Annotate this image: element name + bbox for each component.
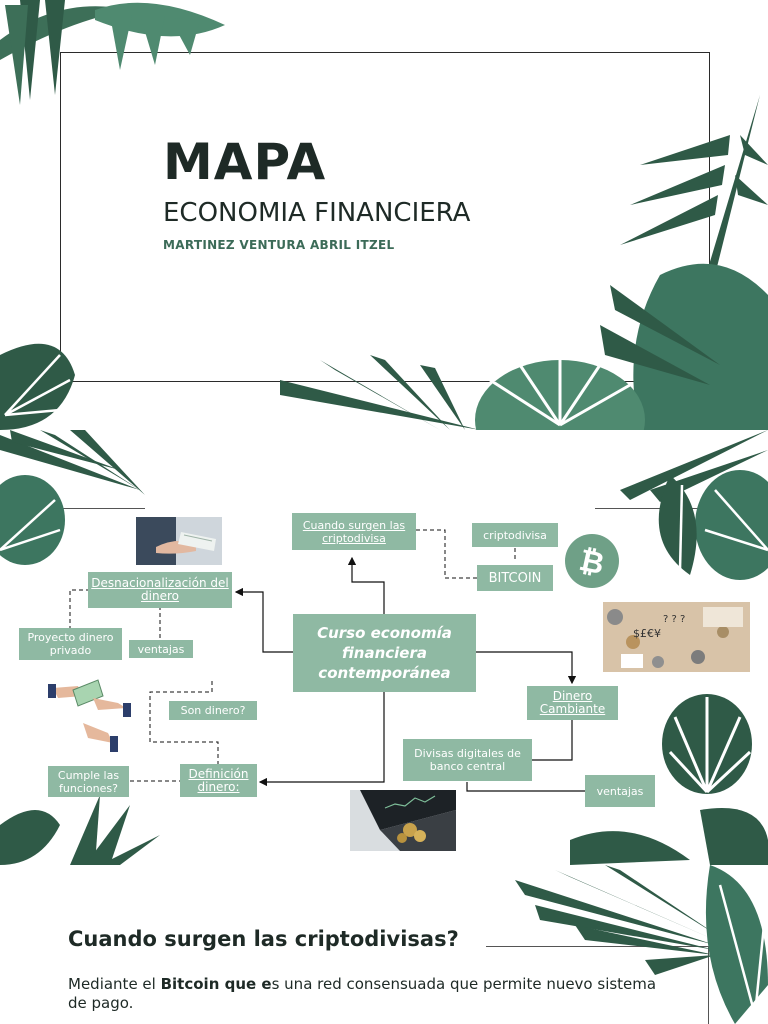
node-bitcoin: BITCOIN: [477, 565, 553, 591]
money-hand-photo: [136, 517, 222, 565]
frame-line-left: [60, 508, 145, 509]
concept-map-slide: Cuando surgen las criptodivisa criptodiv…: [0, 430, 768, 865]
palm-leaf-right-top: [620, 430, 768, 580]
body-rest: s una red consensuada que permite nuevo …: [68, 975, 657, 1012]
palm-leaf-corner: [515, 865, 768, 1024]
svg-text:? ? ?: ? ? ?: [663, 614, 685, 625]
concept-map-connectors: [69, 529, 585, 792]
page-subtitle: ECONOMIA FINANCIERA: [163, 198, 471, 228]
content-slide: Cuando surgen las criptodivisas? Mediant…: [0, 865, 768, 1024]
author-name: MARTINEZ VENTURA ABRIL ITZEL: [163, 238, 395, 252]
frame-line-top: [486, 946, 708, 947]
node-ventajas-right: ventajas: [585, 775, 655, 807]
node-definicion[interactable]: Definición dinero:: [180, 764, 257, 797]
palm-leaf-left: [0, 430, 145, 565]
title-slide: MAPA ECONOMIA FINANCIERA MARTINEZ VENTUR…: [0, 0, 768, 430]
palm-leaf-right: [600, 95, 768, 430]
svg-text:$£€¥: $£€¥: [633, 627, 661, 640]
frame-line-right: [595, 508, 710, 509]
section-heading: Cuando surgen las criptodivisas?: [68, 927, 459, 951]
palm-leaf-bottom-center: [280, 355, 645, 430]
body-prefix: Mediante el: [68, 975, 161, 993]
node-cuando-surgen[interactable]: Cuando surgen las criptodivisa: [292, 513, 416, 550]
palm-leaf-bottom-left: [0, 795, 160, 865]
node-criptodivisa: criptodivisa: [472, 523, 558, 547]
hands-money-photo: [48, 678, 133, 760]
bitcoin-icon: ₿: [565, 534, 619, 588]
monstera-leaf-left: [0, 343, 75, 430]
body-bold: Bitcoin que e: [160, 975, 272, 993]
node-ventajas-left: ventajas: [129, 640, 193, 658]
title-frame: [60, 52, 710, 382]
node-dinero-cambiante[interactable]: Dinero Cambiante: [527, 686, 618, 720]
monstera-leaf-right: [662, 694, 752, 794]
laptop-coins-photo: [350, 790, 456, 851]
node-center-course: Curso economía financiera contemporánea: [293, 614, 476, 692]
frame-line-right: [708, 946, 709, 1024]
currency-coins-photo: $£€¥ ? ? ?: [603, 602, 750, 672]
palm-leaf-top-left: [0, 0, 225, 105]
node-proyecto: Proyecto dinero privado: [19, 628, 122, 660]
page-title: MAPA: [163, 133, 327, 191]
node-son-dinero: Son dinero?: [169, 701, 257, 720]
node-cumple: Cumple las funciones?: [48, 766, 129, 797]
node-divisas: Divisas digitales de banco central: [403, 739, 532, 781]
palm-leaf-bottom-right: [570, 808, 768, 865]
node-desnacionalizacion[interactable]: Desnacionalización del dinero: [88, 572, 232, 608]
section-body: Mediante el Bitcoin que es una red conse…: [68, 975, 658, 1013]
